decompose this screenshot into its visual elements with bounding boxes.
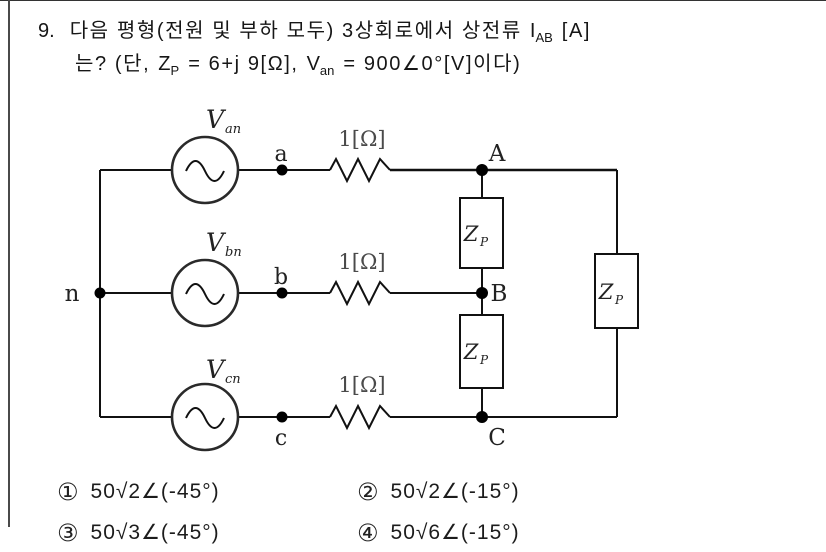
impedance-box-ca	[594, 253, 639, 329]
voltage-symbol: Van	[306, 53, 335, 78]
circuit-wires	[99, 168, 618, 418]
label-vcn-sub: cn	[225, 372, 241, 387]
node-dot-C	[476, 411, 488, 423]
answer-choice-2: ② 50√2∠(-15°)	[357, 479, 520, 504]
question-text-line1: 다음 평형(전원 및 부하 모두) 3상회로에서 상전류	[69, 20, 522, 42]
label-node-b: b	[274, 265, 288, 290]
node-dot-a	[276, 164, 288, 176]
choice-2-number: ②	[357, 477, 379, 506]
resistor-zigzag-b	[329, 279, 391, 307]
impedance-symbol-base: Z	[158, 53, 171, 75]
label-zp-ab-sub: P	[479, 235, 489, 249]
node-dot-A	[476, 164, 488, 176]
answer-choice-1: ① 50√2∠(-45°)	[57, 479, 220, 504]
voltage-symbol-base: V	[306, 53, 320, 75]
voltage-symbol-subscript: an	[319, 63, 335, 78]
page-top-rule	[0, 0, 826, 1]
current-symbol-subscript: AB	[535, 30, 553, 45]
resistor-zigzag-a	[329, 156, 391, 184]
choice-1-text: 50√2∠(-45°)	[90, 480, 220, 503]
node-dot-c	[276, 411, 288, 423]
ac-source-vcn-icon	[170, 382, 240, 452]
impedance-box-bc	[459, 314, 504, 389]
impedance-value: = 6+j 9[Ω],	[188, 53, 299, 75]
label-node-n: n	[65, 281, 80, 307]
label-van-base: V	[206, 105, 227, 134]
choice-1-number: ①	[57, 477, 79, 506]
node-dot-n	[94, 287, 106, 299]
label-zp-bc-base: Z	[463, 340, 479, 364]
label-node-B: B	[491, 281, 508, 307]
label-zp-ca-base: Z	[598, 280, 614, 304]
resistor-zigzag-c	[329, 403, 391, 431]
ac-source-vbn-icon	[170, 258, 240, 328]
label-resistor-b: 1[Ω]	[338, 250, 385, 274]
label-node-c: c	[275, 426, 287, 451]
label-node-A: A	[488, 141, 506, 167]
question-number: 9.	[38, 20, 55, 42]
choice-2-text: 50√2∠(-15°)	[390, 480, 520, 503]
question-text-line2: 는? (단,	[75, 53, 151, 75]
choice-4-text: 50√6∠(-15°)	[390, 521, 520, 544]
label-resistor-c: 1[Ω]	[338, 373, 385, 397]
current-symbol-base: I	[529, 20, 536, 42]
ac-source-van-icon	[170, 135, 240, 205]
impedance-symbol-subscript: P	[170, 63, 180, 78]
current-unit: [A]	[561, 20, 592, 42]
node-dot-b	[276, 287, 288, 299]
column-divider-line	[8, 0, 10, 527]
question-line-2: 는? (단, ZP = 6+j 9[Ω], Van = 900∠0°[V]이다)	[75, 47, 521, 78]
label-vbn-sub: bn	[225, 245, 242, 260]
label-zp-ca-sub: P	[614, 293, 624, 307]
impedance-box-ab	[459, 197, 504, 269]
label-zp-bc-sub: P	[479, 353, 489, 367]
label-vbn-base: V	[206, 228, 227, 257]
voltage-value: = 900∠0°[V]이다)	[343, 53, 522, 75]
label-node-C: C	[488, 425, 506, 451]
question-line-1: 9. 다음 평형(전원 및 부하 모두) 3상회로에서 상전류 IAB [A]	[38, 14, 591, 45]
answer-choice-4: ④ 50√6∠(-15°)	[357, 520, 520, 545]
choice-4-number: ④	[357, 518, 379, 547]
node-dot-B	[476, 287, 488, 299]
current-symbol: IAB	[529, 20, 553, 45]
label-van-sub: an	[225, 122, 241, 137]
impedance-symbol: ZP	[158, 53, 180, 78]
label-zp-ab-base: Z	[463, 222, 479, 246]
label-resistor-a: 1[Ω]	[338, 127, 385, 151]
choice-3-text: 50√3∠(-45°)	[90, 521, 220, 544]
answer-choice-3: ③ 50√3∠(-45°)	[57, 520, 220, 545]
label-vcn-base: V	[206, 355, 227, 384]
choice-3-number: ③	[57, 518, 79, 547]
label-node-a: a	[274, 142, 287, 167]
